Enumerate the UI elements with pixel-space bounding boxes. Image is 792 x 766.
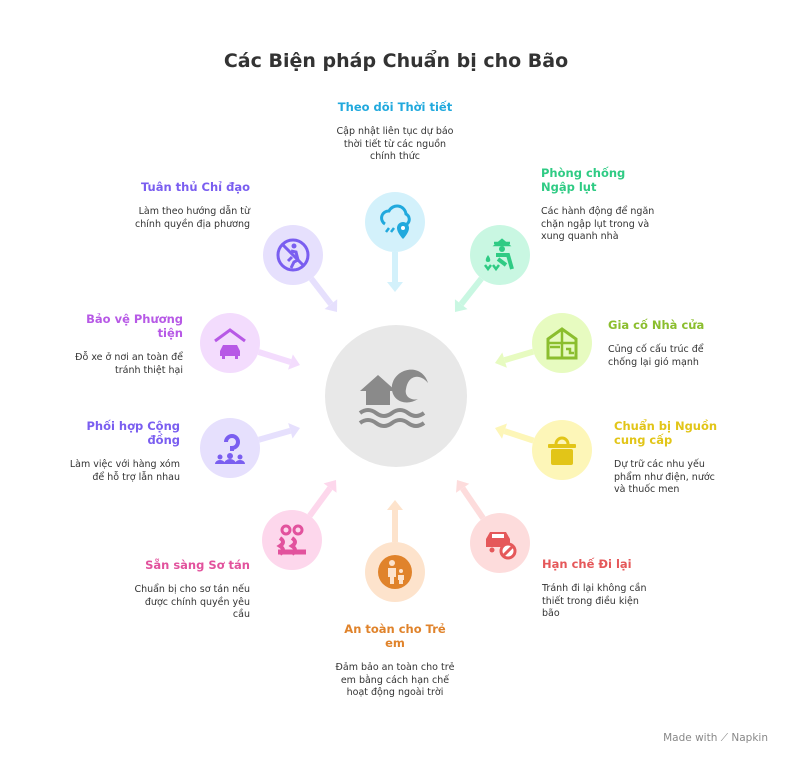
step-label: Chuẩn bị Nguồn cung cấp Dự trữ các nhu yế…	[614, 419, 729, 497]
arrow-5	[387, 500, 403, 542]
node-car-prohibited	[470, 513, 530, 573]
step-description: Dự trữ các nhu yếu phẩm như điện, nước v…	[614, 459, 715, 495]
arrow-9	[308, 276, 338, 312]
napkin-credit: Made with ⟋ Napkin	[663, 732, 768, 744]
house-structure-icon	[546, 327, 578, 360]
step-title: Hạn chế Đi lại	[542, 557, 632, 571]
node-car-garage	[200, 313, 260, 373]
community-icon	[215, 434, 245, 464]
node-cloud-rain-location	[365, 192, 425, 252]
farmer-water-icon	[484, 238, 514, 272]
arrow-8	[257, 349, 300, 370]
arrow-4	[456, 480, 486, 520]
step-description: Tránh đi lại không cần thiết trong điều …	[542, 583, 647, 619]
step-description: Các hành động để ngăn chặn ngập lụt tron…	[541, 206, 655, 242]
step-description: Đảm bảo an toàn cho trẻ em bằng cách hạn…	[335, 662, 455, 698]
step-description: Chuẩn bị cho sơ tán nếu được chính quyền…	[134, 584, 250, 620]
step-title: Chuẩn bị Nguồn cung cấp	[614, 419, 718, 447]
page-title: Các Biện pháp Chuẩn bị cho Bão	[223, 50, 569, 72]
arrow-0	[387, 252, 403, 292]
node-basket	[532, 420, 592, 480]
step-description: Làm việc với hàng xóm để hỗ trợ lẫn nhau	[69, 459, 180, 483]
center-hub	[325, 325, 467, 467]
step-title: Theo dõi Thời tiết	[337, 100, 453, 114]
arrow-2	[495, 348, 535, 368]
step-label: Bảo vệ Phương tiện Đỗ xe ở nơi an toàn để…	[60, 312, 183, 377]
step-title: Phối hợp Cộng đồng	[86, 419, 180, 447]
node-no-walking	[263, 225, 323, 285]
step-title: Phòng chống Ngập lụt	[541, 166, 626, 194]
house-flood-wave-icon	[358, 369, 428, 428]
step-title: Bảo vệ Phương tiện	[86, 312, 183, 340]
arrow-3	[495, 423, 535, 444]
parent-child-icon	[378, 555, 412, 589]
node-farmer-water	[470, 225, 530, 285]
step-description: Làm theo hướng dẫn từ chính quyền địa ph…	[135, 206, 250, 230]
people-evacuate-icon	[276, 524, 306, 556]
cloud-rain-location-icon	[380, 204, 411, 239]
arrow-6	[307, 480, 337, 518]
no-walking-icon	[276, 238, 310, 272]
step-description: Cập nhật liên tục dự báo thời tiết từ cá…	[336, 126, 454, 162]
arrow-7	[258, 423, 300, 443]
arrow-1	[454, 276, 484, 312]
car-garage-icon	[214, 328, 246, 359]
step-description: Đỗ xe ở nơi an toàn để tránh thiệt hại	[75, 352, 183, 376]
step-label: An toàn cho Trẻ em Đảm bảo an toàn cho tr…	[335, 622, 455, 700]
car-prohibited-icon	[486, 532, 517, 560]
basket-icon	[548, 436, 576, 465]
step-title: Sẵn sàng Sơ tán	[145, 558, 250, 572]
node-parent-child	[365, 542, 425, 602]
step-title: Gia cố Nhà cửa	[608, 318, 705, 332]
node-people-evacuate	[262, 510, 322, 570]
node-house-structure	[532, 313, 592, 373]
step-description: Củng cố cấu trúc để chống lại gió mạnh	[608, 344, 704, 368]
node-community	[200, 418, 260, 478]
step-title: Tuân thủ Chỉ đạo	[140, 180, 250, 194]
step-title: An toàn cho Trẻ em	[344, 622, 446, 650]
